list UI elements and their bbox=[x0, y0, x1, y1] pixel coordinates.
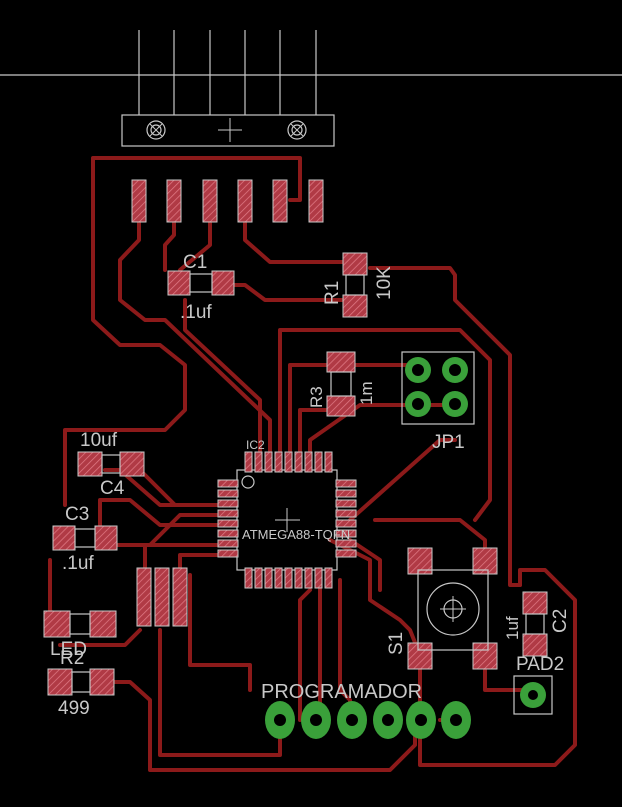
r1-value-label: 10K bbox=[374, 266, 395, 300]
ic2-bottom-pins bbox=[244, 567, 333, 589]
led-component: LED bbox=[43, 610, 117, 660]
s1-component: S1 bbox=[386, 547, 498, 670]
ic2-value-label: ATMEGA88-TQFN bbox=[242, 527, 350, 542]
r2-name-label: R2 bbox=[60, 648, 84, 669]
r1-name-label: R1 bbox=[322, 281, 343, 305]
ic2-left-pins bbox=[217, 479, 239, 558]
c4-value-label: 10uf bbox=[80, 430, 118, 451]
pad2-component: PAD2 bbox=[513, 654, 564, 715]
c1-value-label: .1uf bbox=[180, 302, 212, 323]
header-smd-pads bbox=[131, 179, 324, 223]
ic2-component: IC2 ATMEGA88-TQFN bbox=[217, 438, 357, 589]
c2-name-label: C2 bbox=[550, 609, 571, 633]
c4-component: 10uf C4 bbox=[77, 430, 145, 499]
bottom-left-smd-pads bbox=[136, 567, 188, 627]
programador-connector: PROGRAMADOR bbox=[261, 681, 471, 739]
c2-component: 1uf C2 bbox=[503, 591, 571, 657]
s1-name-label: S1 bbox=[386, 632, 407, 655]
r1-component: R1 10K bbox=[322, 252, 395, 318]
ic2-top-pins bbox=[244, 451, 333, 473]
c2-value-label: 1uf bbox=[503, 616, 522, 640]
r3-value-label: 1m bbox=[357, 381, 376, 405]
r2-value-label: 499 bbox=[58, 698, 90, 719]
c3-name-label: C3 bbox=[65, 504, 89, 525]
led-name-label: LED bbox=[50, 639, 87, 660]
c1-component: C1 .1uf bbox=[167, 252, 235, 323]
jp1-component: JP1 bbox=[401, 351, 475, 453]
c1-name-label: C1 bbox=[183, 252, 207, 273]
c3-value-label: .1uf bbox=[62, 553, 94, 574]
c3-component: C3 .1uf bbox=[52, 504, 118, 574]
ic2-name-label: IC2 bbox=[246, 438, 265, 452]
r3-name-label: R3 bbox=[307, 386, 326, 408]
pad2-name-label: PAD2 bbox=[516, 654, 564, 675]
programador-label: PROGRAMADOR bbox=[261, 681, 422, 703]
top-header bbox=[121, 30, 335, 147]
jp1-name-label: JP1 bbox=[432, 432, 465, 453]
r2-component: R2 499 bbox=[47, 648, 115, 719]
c4-name-label: C4 bbox=[100, 478, 125, 499]
r3-component: R3 1m bbox=[307, 351, 376, 417]
ic2-right-pins bbox=[335, 479, 357, 558]
